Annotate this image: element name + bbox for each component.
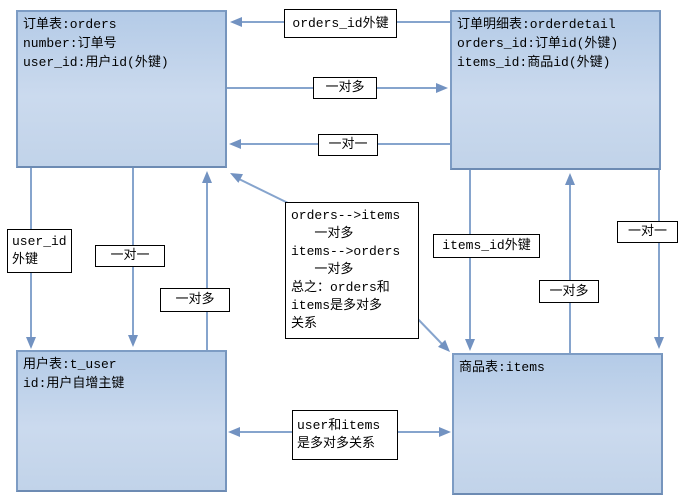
entity-orderdetail: 订单明细表:orderdetail orders_id:订单id(外键) ite…	[450, 10, 661, 170]
entity-t-user: 用户表:t_user id:用户自增主键	[16, 350, 227, 492]
label-top-one-to-one: 一对一	[318, 134, 378, 156]
arrow-note-to-items	[413, 314, 450, 352]
label-right-one-to-many: 一对多	[539, 280, 599, 303]
arrow-note-to-orders	[230, 173, 289, 204]
label-user-items-many-to-many: user和items 是多对多关系	[292, 410, 398, 460]
arrow-items-to-orderdetail-one-to-many	[565, 173, 575, 353]
arrow-orderdetail-to-items-one-to-one	[654, 170, 664, 349]
label-top-one-to-many: 一对多	[313, 77, 377, 99]
entity-orders: 订单表:orders number:订单号 user_id:用户id(外键)	[16, 10, 227, 168]
label-orders-id-fk: orders_id外键	[284, 9, 397, 38]
label-items-id-fk: items_id外键	[433, 234, 540, 258]
arrow-tuser-to-orders-one-to-many	[202, 171, 212, 350]
label-left-one-to-many: 一对多	[160, 288, 230, 312]
label-user-id-fk: user_id 外键	[7, 229, 72, 273]
label-left-one-to-one: 一对一	[95, 245, 165, 267]
note-orders-items-relationship: orders-->items 一对多 items-->orders 一对多 总之…	[285, 202, 419, 339]
arrow-orderdetail-to-items-fk	[465, 170, 475, 351]
entity-items: 商品表:items	[452, 353, 663, 495]
label-right-one-to-one: 一对一	[617, 221, 678, 243]
